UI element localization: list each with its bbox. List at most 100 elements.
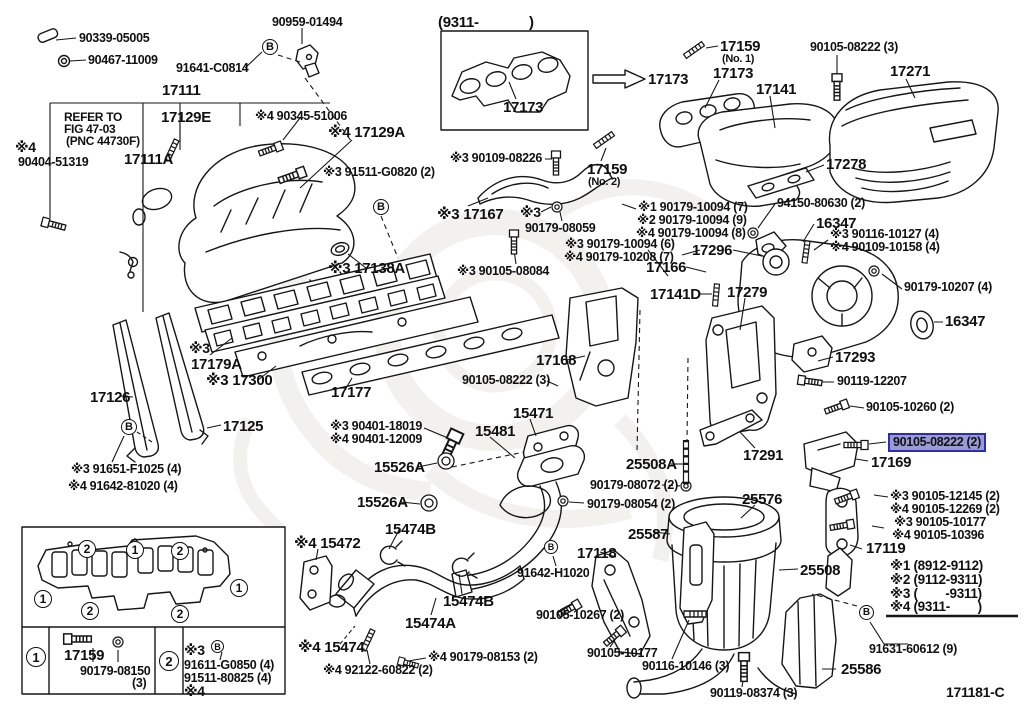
part-25508A: 25508A <box>626 456 677 473</box>
part-17168: 17168 <box>536 352 577 369</box>
shield-25586 <box>757 593 837 695</box>
intake-manifold-17111 <box>132 143 438 333</box>
gasket-17177 <box>301 314 560 396</box>
caption-9311-box: (9311- ) <box>438 14 534 31</box>
part-25587: 25587 <box>628 526 669 543</box>
box-part-17159: 17159 <box>64 647 105 664</box>
part-91651-F1025: ※3 91651-F1025 (4) <box>71 462 182 476</box>
diagram-code: 171181-C <box>946 684 1005 700</box>
part-91642-81020: ※4 91642-81020 (4) <box>68 479 178 493</box>
part-17166: 17166 <box>646 259 687 276</box>
circle-1-gasket-right: 1 <box>230 579 248 597</box>
circle-B-table: B <box>211 640 224 653</box>
part-90105-08084: ※3 90105-08084 <box>457 264 550 278</box>
part-91631-60612: 91631-60612 (9) <box>869 642 957 656</box>
part-90105-08222-mid: 90105-08222 (3) <box>462 373 550 387</box>
part-15526A-a: 15526A <box>374 459 425 476</box>
part-17291: 17291 <box>743 447 784 464</box>
mark-3-17179A: ※3 <box>189 340 210 356</box>
part-90105-10177-b: 90105-10177 <box>587 646 658 660</box>
part-91642-H1020: 91642-H1020 <box>517 566 590 580</box>
box-mark-3: ※3 <box>184 642 205 658</box>
part-16347-b: 16347 <box>945 313 986 330</box>
part-17300: ※3 17300 <box>206 372 273 389</box>
part-17141D: 17141D <box>650 286 701 303</box>
note-refer-line1: REFER TO <box>64 110 123 124</box>
part-17167: ※3 17167 <box>437 206 504 223</box>
part-91641-C0814: 91641-C0814 <box>176 61 249 75</box>
part-17126: 17126 <box>90 389 131 406</box>
part-90959-01494: 90959-01494 <box>272 15 343 29</box>
part-90179-10208: ※4 90179-10208 (7) <box>564 250 674 264</box>
part-17119: 17119 <box>866 540 906 557</box>
bracket-17168 <box>565 287 639 407</box>
part-90179-10207: 90179-10207 (4) <box>904 280 992 294</box>
clamp-90467 <box>57 54 71 68</box>
note-refer-line3: (PNC 44730F) <box>66 134 140 148</box>
plate-17300 <box>234 296 479 378</box>
exhaust-manifold-17141 <box>697 103 839 207</box>
circle-B-pipe: B <box>544 540 558 554</box>
part-25508: 25508 <box>800 562 841 579</box>
circle-B-shield: B <box>859 605 874 620</box>
box-part-91611-G0850: 91611-G0850 (4) <box>184 658 275 672</box>
circle-1-gasket-left: 1 <box>34 590 52 608</box>
circle-2-gasket-top1: 2 <box>78 540 96 558</box>
part-90467-11009: 90467-11009 <box>88 53 158 67</box>
circle-2-gasket-bot1: 2 <box>81 602 99 620</box>
part-16347-a: 16347 <box>816 215 857 232</box>
note-refer-line2: FIG 47-03 <box>64 122 116 136</box>
shield-25508 <box>825 547 853 597</box>
part-17159-no2: 17159 <box>587 161 628 178</box>
part-17159-no2-sub: (No. 2) <box>588 176 621 188</box>
part-17279: 17279 <box>727 284 768 301</box>
part-25576: 25576 <box>742 491 783 508</box>
part-25586: 25586 <box>841 661 882 678</box>
circle-1-gasket-top: 1 <box>126 541 144 559</box>
part-90119-08374: 90119-08374 (3) <box>710 686 798 700</box>
part-15474B-a: 15474B <box>385 521 436 538</box>
part-17111: 17111 <box>162 82 201 99</box>
part-90179-08054: 90179-08054 (2) <box>587 497 675 511</box>
circle-B-sensor: B <box>262 39 278 55</box>
circle-2-gasket-top2: 2 <box>171 542 189 560</box>
brace-17278 <box>747 167 815 199</box>
gasket-17296 <box>762 248 790 276</box>
part-17169: 17169 <box>871 454 912 471</box>
bracket-17293 <box>791 335 833 373</box>
gasket-17179A <box>204 275 446 353</box>
legend-mark3: ※3 ( -9311) <box>890 586 982 601</box>
part-15474: ※4 15474 <box>298 639 365 656</box>
arrow-icon <box>592 69 646 89</box>
mark-3-08059: ※3 <box>520 204 541 220</box>
part-90179-10094-n2: ※2 90179-10094 (9) <box>637 213 747 227</box>
circle-2-gasket-bot2: 2 <box>171 605 189 623</box>
part-15481: 15481 <box>475 423 516 440</box>
part-17118: 17118 <box>577 545 617 562</box>
part-90105-08222-top: 90105-08222 (3) <box>810 40 898 54</box>
part-15474A: 15474A <box>405 615 456 632</box>
part-90401-18019: ※3 90401-18019 <box>330 419 423 433</box>
part-90109-08226: ※3 90109-08226 <box>450 151 543 165</box>
part-90345-51006: ※4 90345-51006 <box>255 109 348 123</box>
part-17173-arrow: 17173 <box>648 71 689 88</box>
circle-2-table-cell: 2 <box>159 651 179 671</box>
part-17129E: 17129E <box>161 109 211 126</box>
part-15472: ※4 15472 <box>294 535 361 552</box>
box-part-90179-08150: 90179-08150 <box>80 664 151 678</box>
part-17129A: ※4 17129A <box>328 124 405 141</box>
strut-17125 <box>155 312 209 445</box>
part-90339-05005: 90339-05005 <box>79 31 150 45</box>
part-15474B-b: 15474B <box>443 593 494 610</box>
part-90179-08059: 90179-08059 <box>525 221 596 235</box>
part-90109-10158: ※4 90109-10158 (4) <box>830 240 940 254</box>
part-90179-10094-n3: ※3 90179-10094 (6) <box>565 237 675 251</box>
part-15526A-b: 15526A <box>357 494 408 511</box>
part-17111A: 17111A <box>124 151 174 168</box>
part-17138A: ※3 17138A <box>328 260 405 277</box>
part-90105-12145: ※3 90105-12145 (2) <box>890 489 1000 503</box>
circle-B-strut-upper: B <box>373 199 389 215</box>
part-90179-08072: 90179-08072 (2) <box>590 478 678 492</box>
part-90404-51319: 90404-51319 <box>18 155 89 169</box>
